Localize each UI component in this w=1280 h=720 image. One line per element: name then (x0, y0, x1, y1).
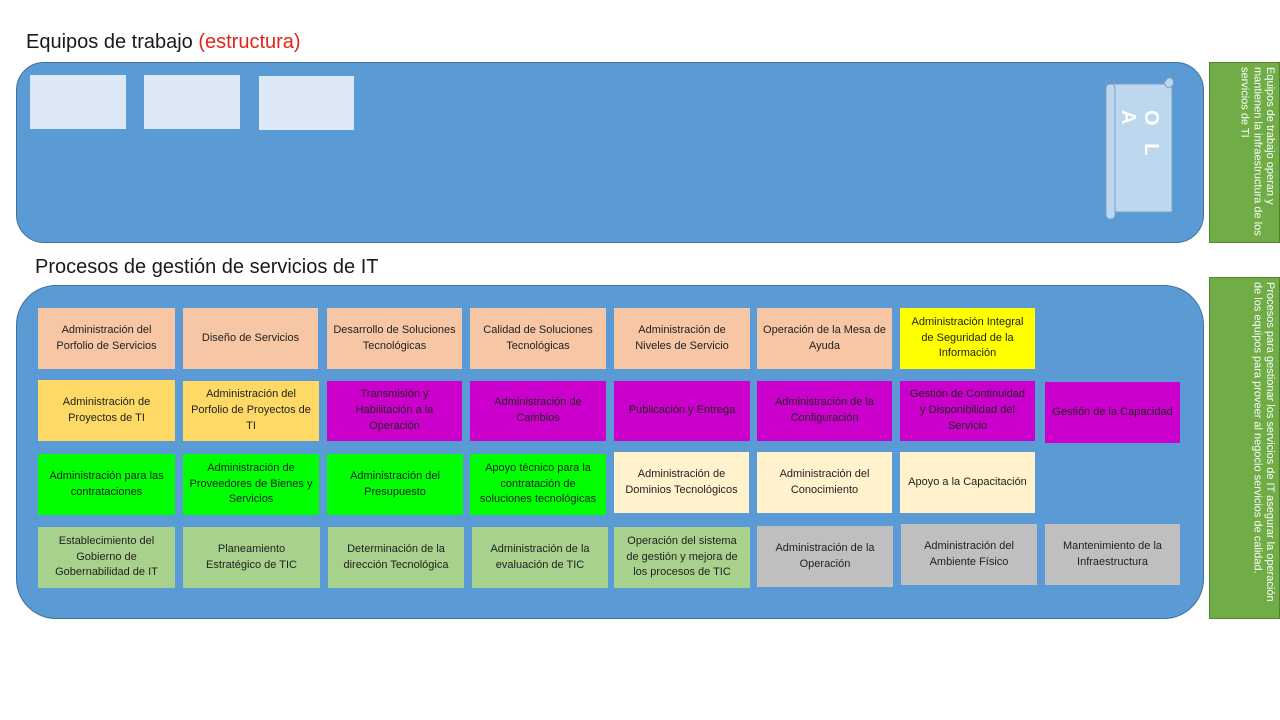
ola-label: O L A (1117, 110, 1162, 161)
process-technology-domains: Administración de Dominios Tecnológicos (614, 452, 749, 513)
team-heading-accent: (estructura) (198, 31, 301, 53)
process-change-management: Administración de Cambios (470, 381, 606, 441)
process-information-security: Administración Integral de Seguridad de … (900, 308, 1035, 369)
process-release-delivery: Publicación y Entrega (614, 381, 750, 441)
process-contracting: Administración para las contrataciones (38, 454, 175, 515)
process-operation: Administración de la Operación (757, 526, 893, 587)
process-technical-support-contracting: Apoyo técnico para la contratación de so… (470, 454, 606, 515)
process-service-levels: Administración de Niveles de Servicio (614, 308, 750, 369)
processes-heading: Procesos de gestión de servicios de IT (35, 256, 379, 278)
team-side-note: Equipos de trabajo operan y mantienen la… (1209, 62, 1280, 243)
process-project-management: Administración de Proyectos de TI (38, 380, 175, 441)
process-it-governance: Establecimiento del Gobierno de Gobernab… (38, 527, 175, 588)
process-capacity: Gestión de la Capacidad (1045, 382, 1180, 443)
process-transition: Transmisión y Habilitación a la Operació… (327, 381, 462, 441)
team-heading-main: Equipos de trabajo (26, 31, 199, 53)
process-continuity-availability: Gestión de Continuidad y Disponibilidad … (900, 381, 1035, 441)
process-service-design: Diseño de Servicios (183, 308, 318, 369)
process-budget: Administración del Presupuesto (327, 454, 463, 515)
process-management-system: Operación del sistema de gestión y mejor… (614, 527, 750, 588)
process-infrastructure-maintenance: Mantenimiento de la Infraestructura (1045, 524, 1180, 585)
team-box-1 (30, 75, 126, 129)
process-configuration: Administración de la Configuración (757, 381, 892, 441)
process-training-support: Apoyo a la Capacitación (900, 452, 1035, 513)
process-knowledge: Administración del Conocimiento (757, 452, 892, 513)
team-structure-heading: Equipos de trabajo (estructura) (26, 31, 301, 54)
process-solution-quality: Calidad de Soluciones Tecnológicas (470, 308, 606, 369)
process-suppliers: Administración de Proveedores de Bienes … (183, 454, 319, 515)
process-tic-evaluation: Administración de la evaluación de TIC (472, 527, 608, 588)
team-box-2 (144, 75, 240, 129)
process-solution-development: Desarrollo de Soluciones Tecnológicas (327, 308, 462, 369)
processes-side-note: Procesos para gestionar los servicios de… (1209, 277, 1280, 619)
process-help-desk: Operación de la Mesa de Ayuda (757, 308, 892, 369)
process-physical-environment: Administración del Ambiente Físico (901, 524, 1037, 585)
team-box-3 (259, 76, 354, 130)
process-technology-direction: Determinación de la dirección Tecnológic… (328, 527, 464, 588)
process-service-portfolio: Administración del Porfolio de Servicios (38, 308, 175, 369)
process-project-portfolio: Administración del Porfolio de Proyectos… (183, 381, 319, 441)
process-strategic-planning: Planeamiento Estratégico de TIC (183, 527, 320, 588)
ola-scroll-icon (1105, 77, 1174, 220)
